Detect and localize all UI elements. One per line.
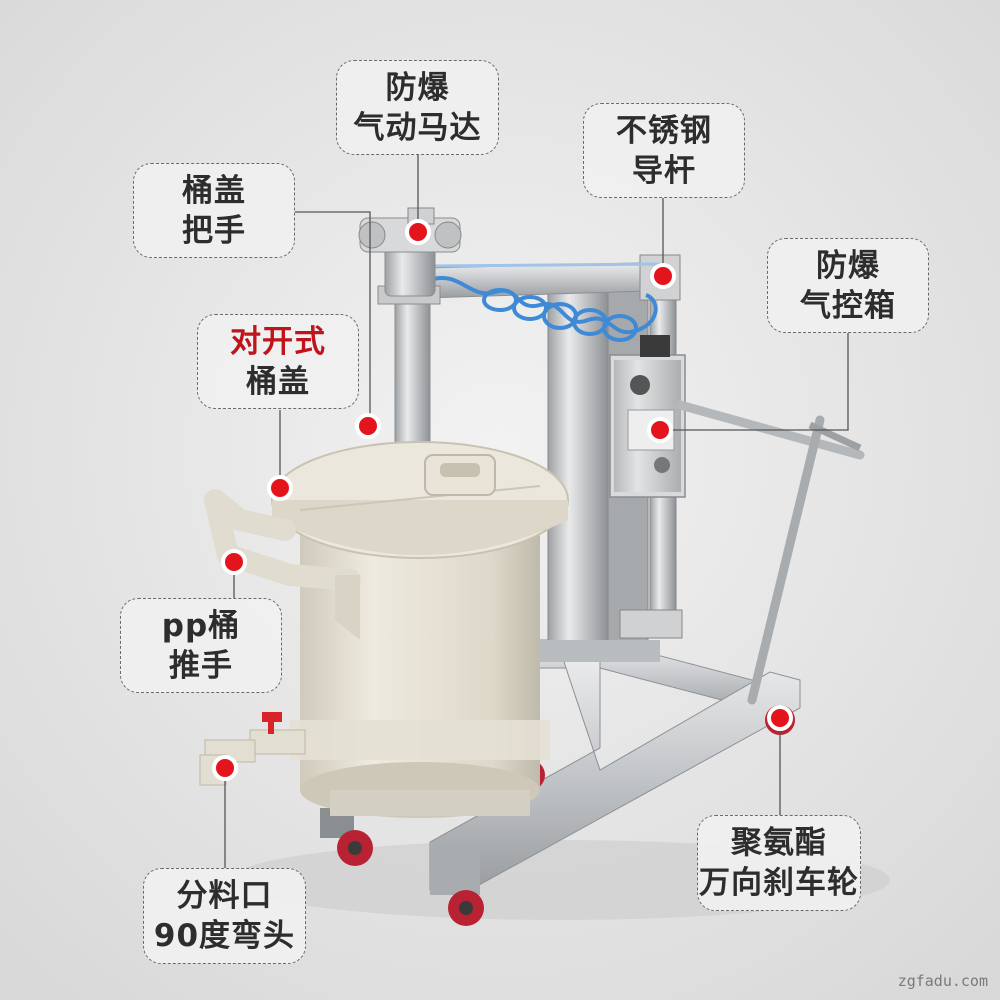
callout-caster-line1: 聚氨酯 bbox=[731, 825, 827, 861]
callout-caster: 聚氨酯 万向刹车轮 bbox=[697, 815, 861, 911]
callout-air-motor-line1: 防爆 bbox=[385, 69, 450, 106]
pp-bucket bbox=[271, 441, 569, 818]
callout-split-lid-line1: 对开式 bbox=[230, 323, 326, 360]
callout-bucket-handle-line2: 推手 bbox=[169, 647, 233, 684]
marker-motor bbox=[405, 219, 431, 245]
callout-split-lid: 对开式 桶盖 bbox=[197, 314, 359, 409]
pipe-bracket bbox=[335, 575, 360, 640]
callout-outlet-line1: 分料口 bbox=[176, 878, 273, 914]
callout-control-box-line1: 防爆 bbox=[816, 247, 880, 284]
callout-guide-rod-line2: 导杆 bbox=[632, 152, 696, 189]
callout-guide-rod: 不锈钢 导杆 bbox=[583, 103, 745, 198]
air-hose bbox=[429, 262, 661, 342]
marker-bucket-handle bbox=[221, 549, 247, 575]
callout-markers bbox=[212, 219, 793, 781]
callout-bucket-handle-line1: pp桶 bbox=[161, 607, 241, 644]
callout-caster-line2: 万向刹车轮 bbox=[699, 865, 859, 901]
callout-lid-handle: 桶盖 把手 bbox=[133, 163, 295, 258]
callout-control-box-line2: 气控箱 bbox=[800, 287, 896, 324]
callout-control-box: 防爆 气控箱 bbox=[767, 238, 929, 333]
watermark: zgfadu.com bbox=[897, 972, 988, 990]
callout-split-lid-line2: 桶盖 bbox=[246, 363, 310, 400]
marker-lid-handle bbox=[355, 413, 381, 439]
callout-lid-handle-line2: 把手 bbox=[182, 212, 246, 249]
air-motor bbox=[358, 207, 462, 471]
callout-outlet: 分料口 90度弯头 bbox=[143, 868, 306, 964]
callout-air-motor: 防爆 气动马达 bbox=[336, 60, 499, 155]
callout-lid-handle-line1: 桶盖 bbox=[182, 172, 246, 209]
marker-guide-rod bbox=[650, 263, 676, 289]
bucket-handle-pipe bbox=[204, 489, 361, 591]
control-box bbox=[609, 335, 686, 498]
marker-caster bbox=[767, 705, 793, 731]
marker-split-lid bbox=[267, 475, 293, 501]
marker-control-box bbox=[647, 417, 673, 443]
callout-outlet-line2: 90度弯头 bbox=[153, 918, 296, 954]
callout-bucket-handle: pp桶 推手 bbox=[120, 598, 282, 693]
callout-guide-rod-line1: 不锈钢 bbox=[616, 112, 712, 149]
callout-air-motor-line2: 气动马达 bbox=[353, 109, 482, 146]
marker-outlet bbox=[212, 755, 238, 781]
